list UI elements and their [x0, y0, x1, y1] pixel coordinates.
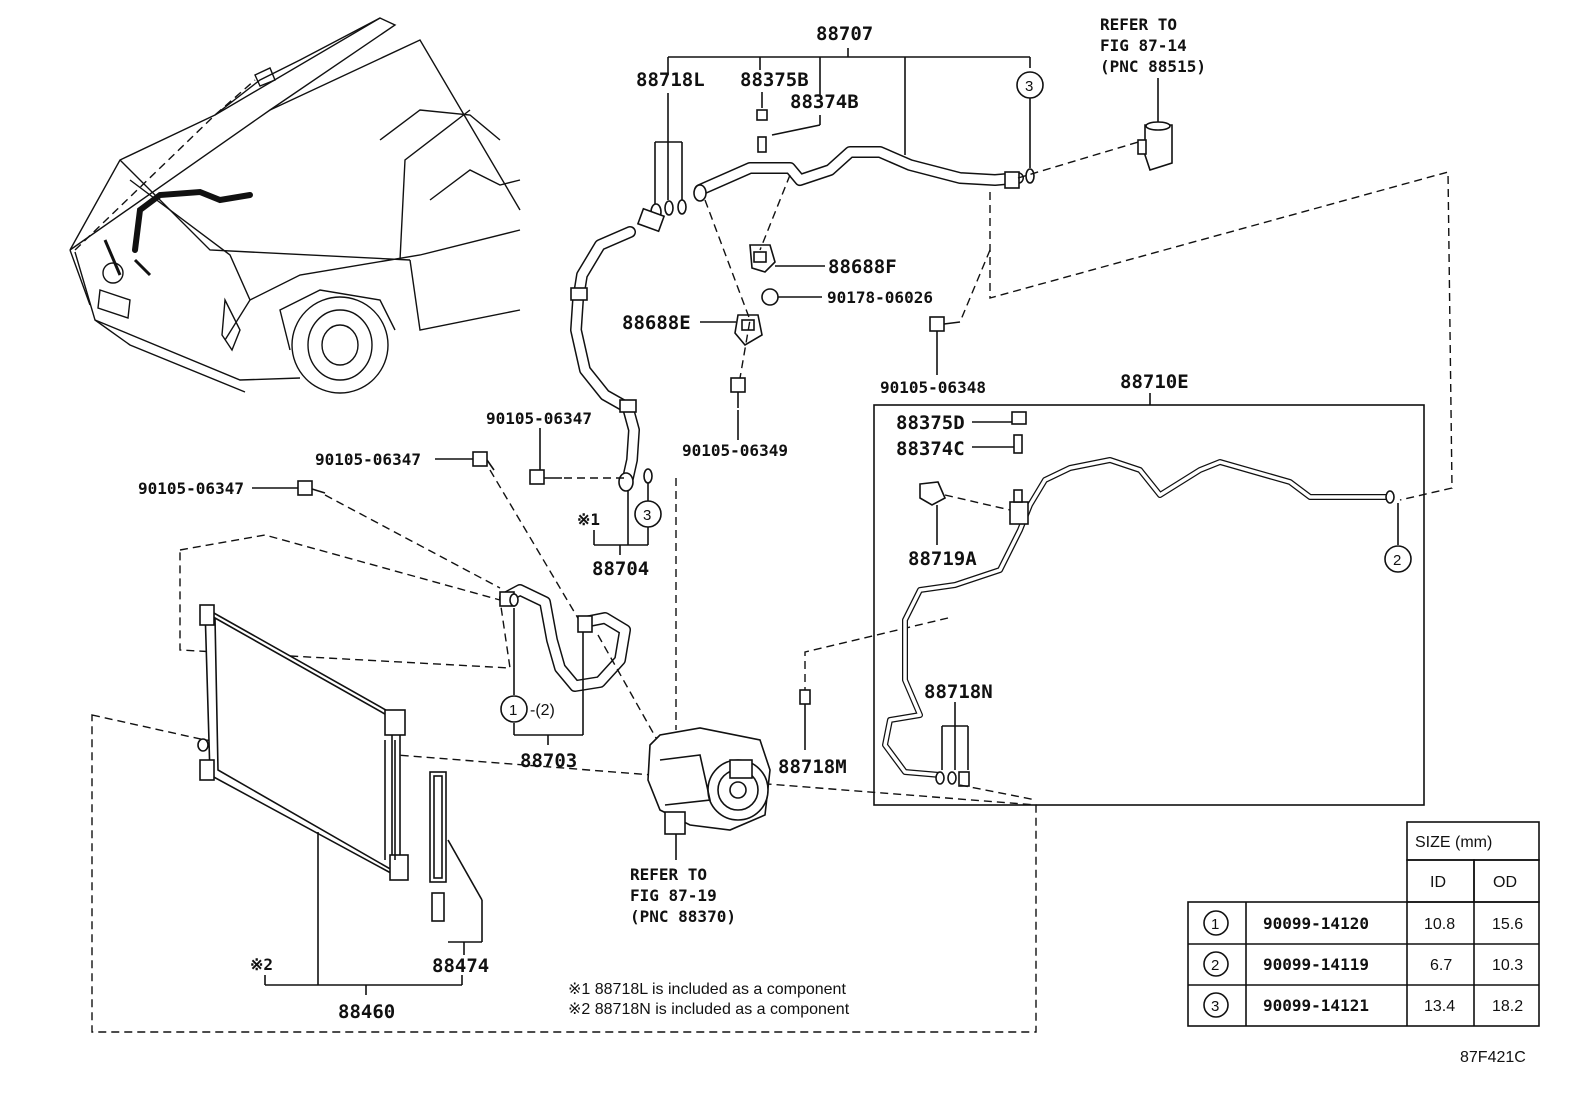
condenser-88460 — [197, 604, 409, 881]
svg-text:90099-14120: 90099-14120 — [1263, 914, 1369, 933]
svg-text:90099-14119: 90099-14119 — [1263, 955, 1369, 974]
callout-88374B: 88374B — [790, 91, 859, 113]
size-table-col-od: OD — [1493, 874, 1517, 891]
callout-88688F: 88688F — [828, 256, 897, 278]
diagram-code: 87F421C — [1460, 1049, 1526, 1066]
cap-88375D — [1011, 411, 1027, 425]
bracket-88704: 3 ※1 — [577, 483, 662, 555]
callout-88718L: 88718L — [636, 69, 705, 91]
bolt-90105-06347-top — [529, 469, 562, 485]
callout-90105-06347-c: 90105-06347 — [138, 479, 244, 498]
svg-text:13.4: 13.4 — [1424, 998, 1455, 1015]
bolt-90105-06348 — [929, 316, 961, 332]
callout-90105-06347-a: 90105-06347 — [486, 409, 592, 428]
svg-text:6.7: 6.7 — [1430, 957, 1452, 974]
core-88374C — [1013, 434, 1023, 454]
svg-text:※1: ※1 — [577, 510, 600, 529]
svg-text:2: 2 — [1211, 957, 1219, 974]
clamp-88688F — [749, 244, 776, 273]
car-illustration — [69, 17, 521, 394]
nut-90178-06026 — [761, 288, 779, 306]
svg-text:※2: ※2 — [250, 955, 273, 974]
svg-text:15.6: 15.6 — [1492, 916, 1523, 933]
svg-text:FIG 87-14: FIG 87-14 — [1100, 36, 1187, 55]
callout-90105-06347-b: 90105-06347 — [315, 450, 421, 469]
callout-90105-06348: 90105-06348 — [880, 378, 986, 397]
callout-88704: 88704 — [592, 558, 649, 580]
svg-text:3: 3 — [1025, 78, 1033, 95]
callout-88703: 88703 — [520, 750, 577, 772]
o-ring-set-88718N — [941, 702, 969, 770]
svg-text:FIG 87-19: FIG 87-19 — [630, 886, 717, 905]
discharge-hose-88707: 3 — [693, 71, 1044, 202]
svg-text:1: 1 — [1211, 916, 1219, 933]
size-table: SIZE (mm) ID OD 1 90099-14120 10.8 15.6 … — [1187, 821, 1540, 1027]
callout-88375D: 88375D — [896, 412, 965, 434]
svg-text:18.2: 18.2 — [1492, 998, 1523, 1015]
assy-88707-bracket: 88707 — [667, 23, 1031, 155]
sensor-88719A — [919, 481, 1011, 545]
svg-text:(PNC 88370): (PNC 88370) — [630, 907, 736, 926]
suction-tube-88710E — [882, 457, 1395, 787]
note-1: ※1 88718L is included as a component — [568, 981, 846, 998]
clamp-88688E — [734, 314, 763, 347]
svg-text:2: 2 — [1393, 552, 1401, 569]
o-ring-set-88718L — [650, 93, 687, 221]
callout-88460: 88460 — [338, 1001, 395, 1023]
compressor-ref: REFER TO FIG 87-19 (PNC 88370) — [630, 865, 736, 926]
expansion-valve-ref: REFER TO FIG 87-14 (PNC 88515) — [1100, 15, 1206, 172]
service-valve-core-88374B — [757, 136, 767, 153]
svg-text:-(2): -(2) — [530, 702, 555, 719]
svg-text:3: 3 — [643, 507, 651, 524]
o-ring-3-upper — [1025, 168, 1035, 184]
compressor — [597, 478, 771, 860]
callout-88710E: 88710E — [1120, 371, 1189, 393]
svg-text:90099-14121: 90099-14121 — [1263, 996, 1369, 1015]
note-2: ※2 88718N is included as a component — [568, 1001, 850, 1018]
circle-3-upper — [1016, 71, 1044, 99]
o-ring-88718M — [799, 617, 949, 750]
bolt-90105-06347-left — [297, 480, 326, 496]
callout-88719A: 88719A — [908, 548, 977, 570]
callout-88474: 88474 — [432, 955, 489, 977]
drier-88474 — [429, 771, 483, 955]
callout-88707: 88707 — [816, 23, 873, 45]
circle-1 — [500, 695, 528, 723]
svg-text:1: 1 — [509, 702, 517, 719]
callout-88718N: 88718N — [924, 681, 993, 703]
size-table-header: SIZE (mm) — [1415, 834, 1492, 851]
svg-text:(PNC 88515): (PNC 88515) — [1100, 57, 1206, 76]
callout-88374C: 88374C — [896, 438, 965, 460]
circle-2 — [1384, 545, 1412, 573]
callout-88688E: 88688E — [622, 312, 691, 334]
service-valve-cap-88375B — [756, 109, 768, 121]
callout-88718M: 88718M — [778, 756, 847, 778]
suction-hose-88704 — [570, 207, 666, 492]
discharge-hose-88703 — [499, 584, 631, 692]
size-row-3: 3 90099-14121 13.4 18.2 — [1203, 992, 1523, 1018]
callout-90178-06026: 90178-06026 — [827, 288, 933, 307]
svg-text:REFER TO: REFER TO — [1100, 15, 1177, 34]
svg-text:3: 3 — [1211, 998, 1219, 1015]
bolt-90105-06347-mid — [472, 451, 495, 471]
svg-text:10.8: 10.8 — [1424, 916, 1455, 933]
size-row-2: 2 90099-14119 6.7 10.3 — [1203, 951, 1523, 977]
size-row-1: 1 90099-14120 10.8 15.6 — [1203, 910, 1523, 936]
callout-88375B: 88375B — [740, 69, 809, 91]
bolt-90105-06349 — [730, 377, 746, 408]
svg-text:10.3: 10.3 — [1492, 957, 1523, 974]
callout-90105-06349: 90105-06349 — [682, 441, 788, 460]
assy-88710E-box: 88710E — [873, 371, 1425, 806]
size-table-col-id: ID — [1430, 874, 1446, 891]
svg-text:REFER TO: REFER TO — [630, 865, 707, 884]
